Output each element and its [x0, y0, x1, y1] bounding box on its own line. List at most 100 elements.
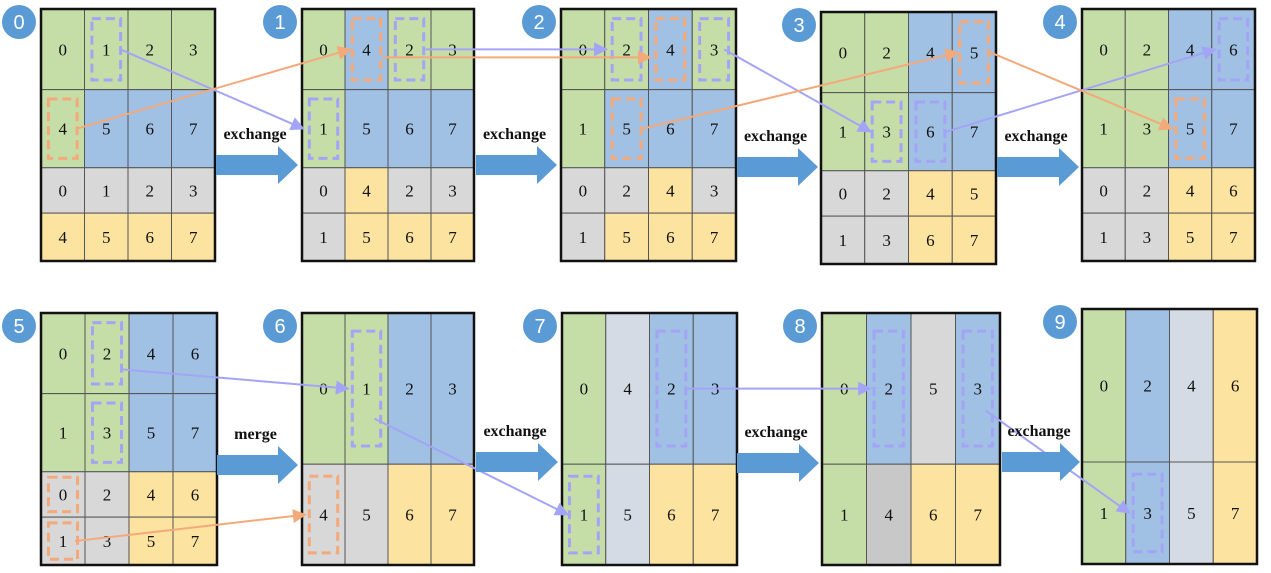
grid-cell: [1124, 167, 1169, 214]
transition-arrow: [476, 443, 558, 481]
grid-cell: [40, 393, 86, 473]
cell-value: 6: [929, 506, 938, 525]
cell-value: 0: [839, 184, 848, 203]
cell-value: 4: [926, 43, 935, 62]
move-arrow: [74, 509, 307, 543]
step-8-grid: 02531467: [820, 311, 1002, 567]
operation-label: exchange: [483, 423, 546, 440]
cell-value: 4: [59, 120, 68, 139]
grid-cell: [908, 170, 953, 217]
grid-cell: [171, 167, 216, 214]
cell-value: 7: [448, 506, 457, 525]
cell-value: 4: [147, 485, 156, 504]
cell-value: 2: [667, 380, 676, 399]
operation-label: exchange: [223, 126, 286, 143]
grid-cell: [910, 312, 956, 465]
step-2-grid: 0243156702431567: [559, 7, 738, 263]
transition-arrow: [217, 446, 298, 484]
cell-value: 7: [970, 231, 979, 250]
step-badge: [263, 309, 297, 343]
cell-value: 7: [189, 120, 198, 139]
cell-value: 2: [885, 380, 894, 399]
cell-value: 2: [103, 485, 112, 504]
cell-value: 1: [580, 506, 589, 525]
cell-value: 3: [103, 424, 112, 443]
highlight-box: [90, 401, 124, 464]
grid-cell: [84, 212, 129, 262]
cell-value: 6: [666, 120, 675, 139]
grid-cell: [128, 393, 174, 473]
cell-value: 6: [666, 228, 675, 247]
cell-value: 6: [405, 506, 414, 525]
step-number: 1: [274, 12, 285, 34]
grid-cell: [820, 215, 866, 265]
grid-cell: [387, 167, 432, 214]
grid-cell: [1211, 89, 1256, 169]
cell-value: 3: [882, 231, 891, 250]
grid-cell: [908, 215, 953, 265]
cell-value: 4: [666, 40, 675, 59]
cell-value: 7: [710, 120, 719, 139]
cell-value: 1: [1100, 504, 1109, 523]
cell-value: 4: [319, 506, 328, 525]
cell-value: 3: [448, 181, 457, 200]
cell-value: 1: [102, 40, 111, 59]
operation-label: exchange: [483, 126, 546, 143]
cell-value: 2: [622, 181, 631, 200]
cell-value: 0: [319, 40, 328, 59]
cell-value: 4: [147, 344, 156, 363]
cell-value: 1: [102, 181, 111, 200]
cell-value: 7: [189, 228, 198, 247]
cell-value: 3: [448, 380, 457, 399]
cell-value: 4: [362, 181, 371, 200]
cell-value: 0: [59, 485, 68, 504]
grid-cell: [821, 463, 867, 566]
cell-value: 5: [1186, 120, 1195, 139]
grid-cell: [387, 212, 432, 262]
cell-value: 0: [580, 380, 589, 399]
cell-value: 4: [59, 228, 68, 247]
step-number: 2: [533, 12, 544, 34]
transition-arrow: [216, 146, 298, 184]
step-number: 9: [1054, 312, 1065, 334]
cell-value: 0: [839, 43, 848, 62]
step-badge: [783, 309, 817, 343]
cell-value: 4: [666, 181, 675, 200]
highlight-box: [1131, 472, 1164, 554]
cell-value: 7: [974, 506, 983, 525]
grid-cell: [691, 212, 737, 262]
highlight-box: [350, 17, 383, 82]
cell-value: 6: [191, 344, 200, 363]
grid-border: [39, 311, 219, 567]
grid-border: [300, 7, 476, 263]
cell-value: 7: [1231, 504, 1240, 523]
transition-arrow: [1002, 443, 1080, 481]
cell-value: 2: [146, 181, 155, 200]
operation-label: merge: [234, 426, 277, 443]
grid-cell: [1081, 212, 1126, 262]
highlight-box: [958, 20, 991, 85]
step-number: 0: [13, 12, 24, 34]
cell-value: 2: [622, 40, 631, 59]
grid-cell: [864, 170, 909, 217]
cell-value: 4: [362, 40, 371, 59]
highlight-box: [567, 474, 600, 555]
step-number: 5: [13, 316, 24, 338]
cell-value: 2: [882, 43, 891, 62]
cell-value: 3: [710, 40, 719, 59]
cell-value: 7: [710, 228, 719, 247]
grid-cell: [691, 89, 737, 169]
cell-value: 2: [405, 380, 414, 399]
cell-value: 5: [147, 424, 156, 443]
highlight-box: [393, 17, 426, 82]
cell-value: 7: [448, 120, 457, 139]
grid-cell: [430, 463, 475, 566]
grid-cell: [40, 8, 85, 91]
cell-value: 1: [579, 120, 588, 139]
cell-value: 4: [1186, 40, 1195, 59]
cell-value: 3: [974, 380, 983, 399]
